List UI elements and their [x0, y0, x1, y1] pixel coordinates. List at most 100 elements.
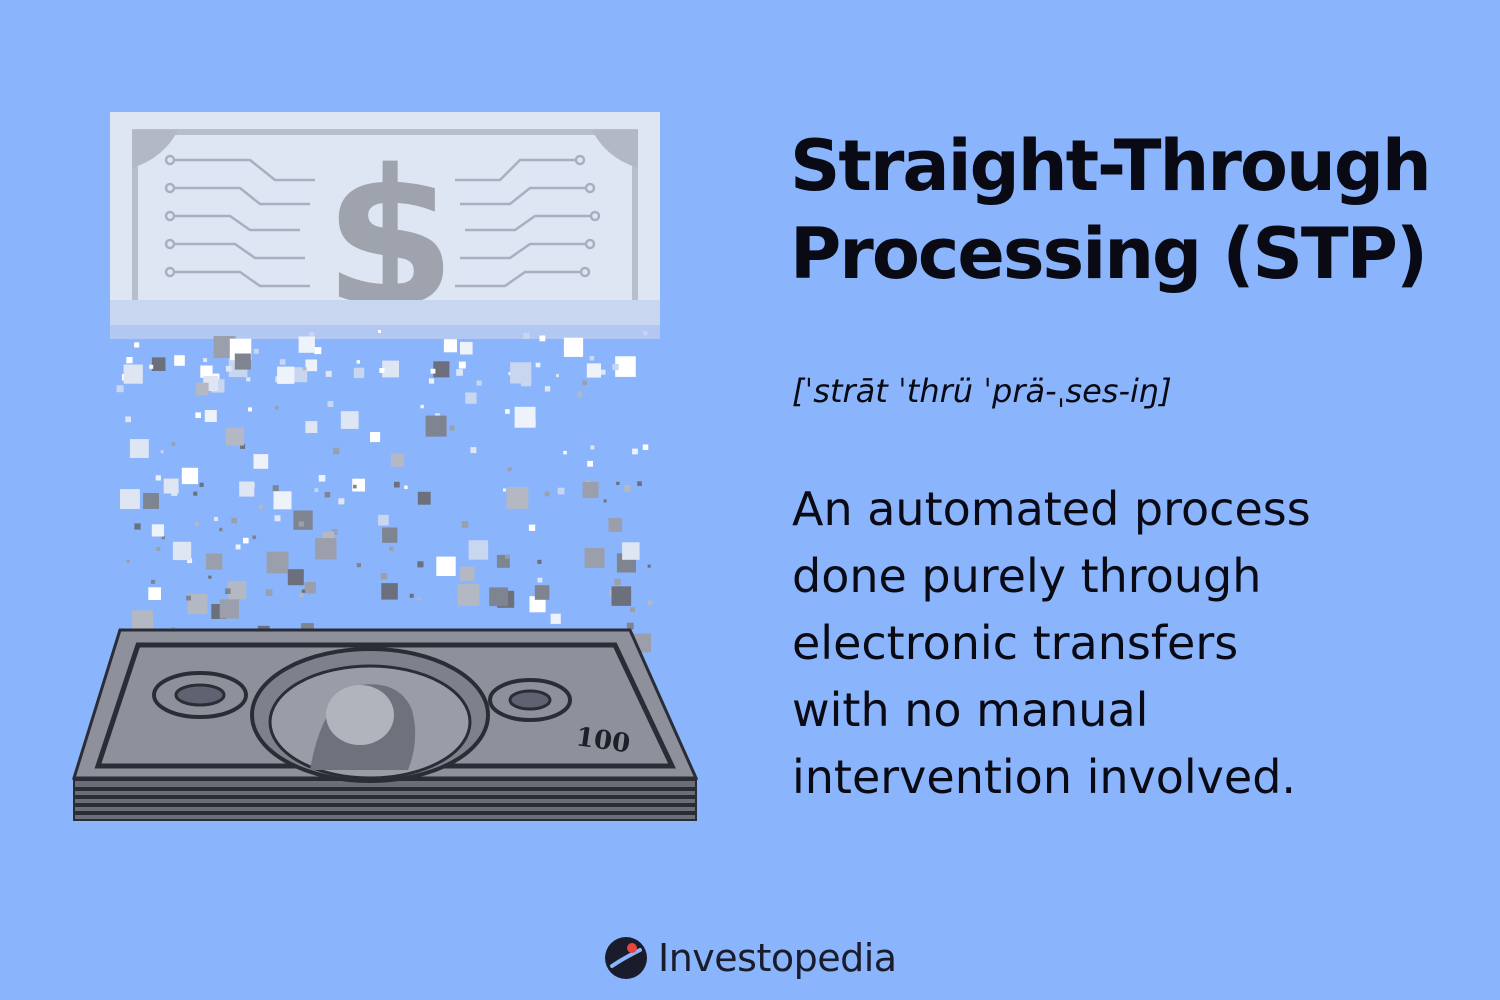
pixel-particle	[252, 535, 257, 540]
pixel-particle	[231, 517, 237, 524]
pixel-particle	[258, 504, 263, 509]
pixel-particle	[163, 478, 179, 494]
pixel-particle	[642, 444, 649, 450]
pixel-particle	[253, 348, 259, 354]
pixel-particle	[161, 535, 165, 540]
pixel-particle	[225, 588, 231, 594]
pixel-particle	[340, 411, 359, 429]
pixel-particle	[506, 487, 529, 509]
pixel-particle	[615, 356, 636, 377]
pixel-particle	[265, 589, 273, 596]
definition-line: An automated process	[792, 482, 1311, 536]
pixel-particle	[324, 492, 331, 498]
pixel-particle	[630, 607, 636, 613]
pixel-particle	[134, 523, 141, 530]
pixel-particle	[470, 447, 477, 454]
pixel-particle	[120, 489, 140, 509]
pixel-particle	[299, 593, 304, 597]
pixel-particle	[563, 450, 567, 455]
pixel-particle	[272, 485, 279, 492]
pixel-particle	[279, 359, 286, 365]
pixel-particle	[253, 454, 269, 469]
pixel-particle	[134, 342, 140, 348]
pixel-particle	[208, 575, 212, 579]
pixel-particle	[643, 331, 648, 336]
pixel-particle	[318, 475, 326, 482]
pixel-particle	[353, 484, 357, 489]
pixel-particle	[266, 551, 289, 574]
pixel-particle	[537, 559, 542, 564]
pixel-particle	[409, 593, 414, 598]
pixel-particle	[174, 355, 185, 366]
pronunciation: [ˈstrāt ˈthrü ˈprä-ˌses-iŋ]	[792, 372, 1172, 410]
pixel-particle	[171, 489, 178, 496]
pixel-particle	[274, 406, 279, 410]
pixel-particle	[624, 485, 631, 492]
pixel-particle	[322, 531, 335, 544]
pixel-particle	[381, 583, 398, 600]
pixel-particle	[417, 491, 431, 505]
pixel-particle	[521, 376, 532, 387]
pixel-particle	[126, 559, 130, 563]
page-title: Straight-Through Processing (STP)	[790, 122, 1490, 298]
definition-line: intervention involved.	[792, 750, 1297, 804]
pixel-particle	[219, 527, 223, 532]
banknote-stack-icon: 100	[71, 628, 699, 821]
pixel-particle	[287, 569, 304, 586]
pixel-particle	[390, 453, 405, 467]
pixel-particle	[246, 377, 251, 382]
pixel-particle	[378, 514, 389, 526]
pixel-particle	[380, 573, 388, 580]
pixel-particle	[274, 515, 281, 522]
pixel-particle	[612, 363, 619, 371]
pixel-particle	[433, 361, 450, 378]
pixel-particle	[622, 542, 640, 560]
pixel-particle	[648, 600, 653, 605]
pixel-particle	[131, 610, 153, 632]
pixel-particle	[293, 510, 313, 530]
pixel-particle	[435, 413, 440, 418]
pixel-particle	[614, 578, 621, 586]
pixel-particle	[277, 366, 295, 384]
pixel-particle	[186, 595, 191, 601]
pixel-particle	[616, 481, 620, 485]
pixel-particle	[353, 367, 365, 379]
pixel-particle	[325, 370, 332, 377]
pixel-particle	[468, 540, 489, 560]
brand-name: Investopedia	[658, 936, 897, 980]
pixel-particle	[611, 586, 632, 606]
pixel-particle	[456, 369, 463, 376]
pixel-particle	[143, 493, 159, 509]
pixel-particle	[394, 481, 400, 488]
pixel-particle	[647, 564, 651, 568]
pixel-particle	[243, 537, 249, 544]
pixel-particle	[298, 336, 315, 353]
pixel-particle	[151, 579, 156, 584]
pixel-particle	[382, 360, 399, 378]
pixel-particle	[356, 360, 360, 364]
pixel-particle	[389, 546, 394, 551]
pixel-particle	[632, 448, 638, 455]
pixel-particle	[603, 499, 607, 503]
pixel-particle	[465, 392, 477, 404]
pixel-particle	[420, 404, 424, 409]
pixel-particle	[239, 481, 255, 497]
pixel-particle	[338, 498, 345, 505]
pixel-particle	[333, 447, 340, 455]
pixel-particle	[476, 380, 482, 386]
pixel-particle	[544, 386, 551, 392]
brand-logo[interactable]: Investopedia	[604, 930, 897, 986]
pixel-particle	[187, 558, 193, 564]
pixel-particle	[443, 339, 457, 353]
pixel-particle	[116, 385, 124, 393]
pixel-particle	[507, 467, 512, 472]
pixel-particle	[382, 527, 398, 543]
pixel-particle	[586, 363, 601, 378]
pixel-particle	[200, 365, 213, 378]
pixel-particles	[116, 330, 653, 675]
pixel-particle	[172, 541, 192, 561]
pixel-particle	[298, 521, 304, 527]
definition-line: with no manual	[792, 683, 1149, 737]
pixel-particle	[529, 596, 546, 613]
pixel-particle	[305, 359, 318, 372]
